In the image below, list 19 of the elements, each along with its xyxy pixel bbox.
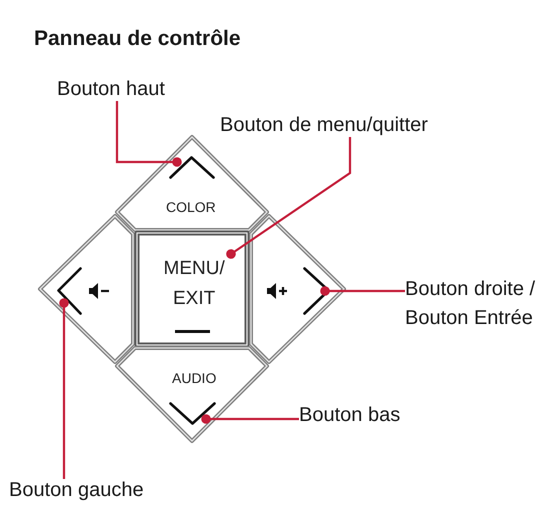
up-button xyxy=(114,134,270,233)
button-label: COLOR xyxy=(166,199,216,215)
callout-label: Bouton haut xyxy=(57,78,165,101)
callout-label: Bouton de menu/quitter xyxy=(220,114,428,137)
callout-label: Bouton bas xyxy=(299,404,400,427)
callout-label: Bouton gauche xyxy=(9,479,144,502)
menu-button xyxy=(134,230,250,348)
leader-line xyxy=(320,286,405,296)
leader-line xyxy=(201,414,299,424)
leader-line xyxy=(59,298,69,479)
down-button xyxy=(114,345,270,444)
left-button xyxy=(37,213,136,365)
leader-line xyxy=(226,137,352,259)
diagram-title: Panneau de contrôle xyxy=(34,27,241,51)
right-button xyxy=(248,213,347,365)
leader-line xyxy=(116,101,182,167)
callout-label: Bouton droite / Bouton Entrée xyxy=(405,275,545,333)
button-label: MENU/ EXIT xyxy=(164,257,225,311)
button-label: AUDIO xyxy=(172,370,216,386)
